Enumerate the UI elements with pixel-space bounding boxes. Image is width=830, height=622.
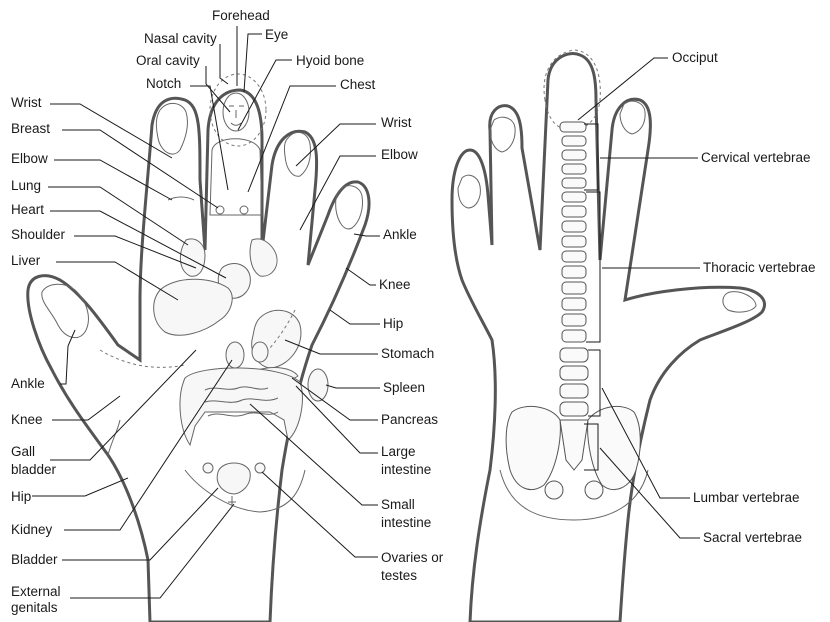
label-elbow-left: Elbow [11,151,48,167]
vertebra [560,366,588,380]
label-ankle-left: Ankle [11,376,45,392]
label-sacral-vertebrae: Sacral vertebrae [703,530,802,546]
label-liver: Liver [11,253,40,269]
label-knee-right: Knee [379,277,411,293]
label-pancreas: Pancreas [381,412,438,428]
label-breast: Breast [11,121,50,137]
label-stomach: Stomach [381,346,434,362]
label-wrist-right: Wrist [381,115,412,131]
vertebra [562,206,586,217]
label-spleen: Spleen [383,380,425,396]
label-ovaries-testes: Ovaries or testes [381,549,443,585]
vertebra [562,330,586,342]
vertebra [562,236,586,247]
label-occiput: Occiput [672,50,718,66]
left-hand [28,74,369,622]
vertebra [560,384,588,398]
label-external-genitals: External genitals [11,584,61,616]
spleen-organ [308,369,328,401]
vertebra [562,251,586,262]
label-lumbar-vertebrae: Lumbar vertebrae [693,490,800,506]
hip-socket-left [545,481,563,499]
vertebra [560,122,586,132]
kidney-organ-2 [252,342,268,362]
label-nasal-cavity: Nasal cavity [144,31,217,47]
vertebra [562,282,586,294]
label-chest: Chest [340,77,375,93]
kidney-organ [226,342,244,368]
label-hip-left: Hip [11,489,31,505]
label-lung: Lung [11,178,41,194]
label-cervical-vertebrae: Cervical vertebrae [701,150,811,166]
label-shoulder: Shoulder [11,227,65,243]
label-eye: Eye [265,27,288,43]
vertebra [562,266,586,278]
label-thoracic-vertebrae: Thoracic vertebrae [703,260,816,276]
label-small-intestine: Small intestine [381,496,431,532]
label-kidney: Kidney [11,522,52,538]
vertebra [562,164,586,174]
lung-organ [180,239,205,276]
vertebra [562,221,586,232]
label-knee-left: Knee [11,412,43,428]
label-oral-cavity: Oral cavity [136,53,200,69]
vertebra [560,402,588,416]
vertebra [562,192,586,202]
label-bladder: Bladder [11,552,58,568]
vertebra [562,298,586,310]
label-large-intestine: Large intestine [381,443,431,479]
ovary-left [203,463,213,473]
label-ankle-right: Ankle [383,227,417,243]
vertebra [560,348,588,362]
label-heart: Heart [11,202,44,218]
left-hand-outline [28,90,369,622]
ovary-right [255,463,265,473]
vertebra [562,150,586,160]
vertebra [562,314,586,326]
label-wrist-left: Wrist [11,95,42,111]
label-hyoid-bone: Hyoid bone [296,53,364,69]
label-forehead: Forehead [212,8,270,24]
vertebra [562,178,586,188]
label-notch: Notch [146,76,181,92]
label-hip-right: Hip [383,316,403,332]
vertebra [562,136,586,146]
label-gall-bladder: Gall bladder [11,443,56,479]
label-elbow-right: Elbow [381,147,418,163]
hip-socket-right [585,481,603,499]
